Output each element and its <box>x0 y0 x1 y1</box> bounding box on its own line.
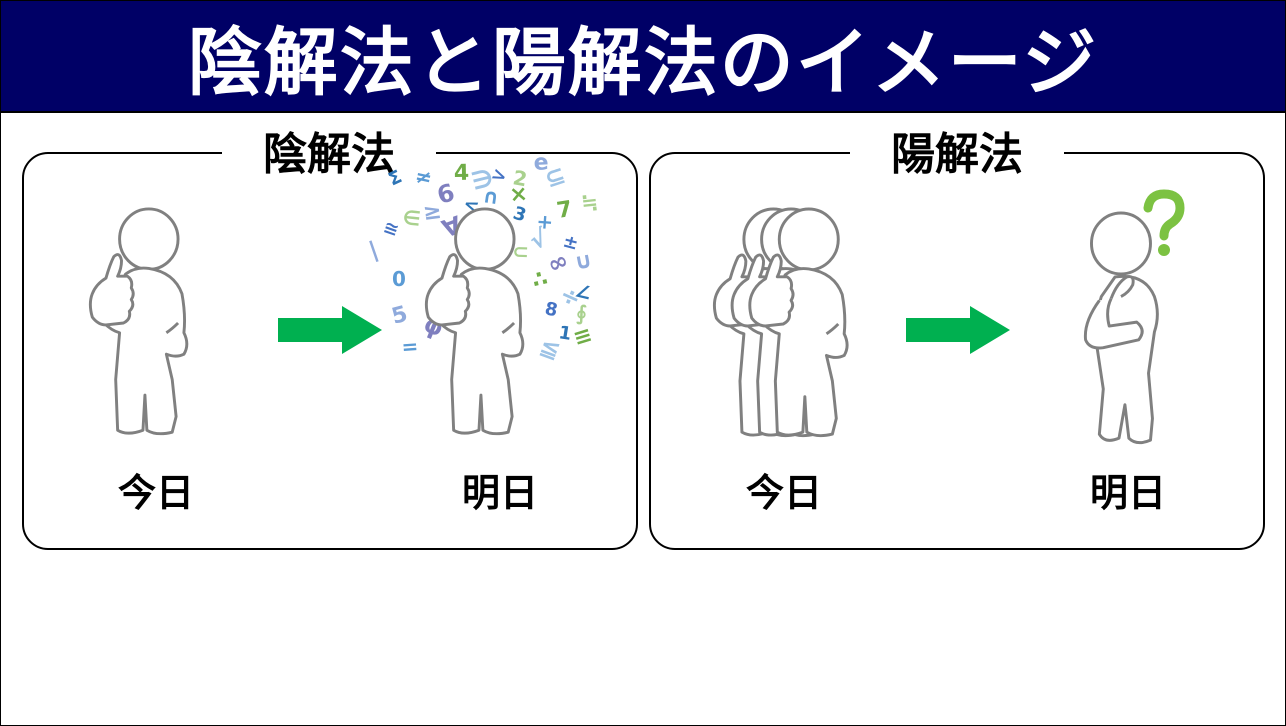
math-symbol: 5 <box>389 302 410 330</box>
math-symbol: ⊆ <box>541 161 569 194</box>
math-symbol: × <box>508 181 529 208</box>
math-symbol: e <box>533 150 549 176</box>
math-symbol: ∮ <box>575 301 587 325</box>
math-symbol: 8 <box>543 298 559 321</box>
page-title: 陰解法と陽解法のイメージ <box>1 1 1285 113</box>
math-symbol: 1 <box>557 322 573 345</box>
math-symbol: ± <box>561 231 581 255</box>
math-symbol: 4 <box>454 161 470 186</box>
math-symbol: 7 <box>555 197 574 224</box>
math-symbol: 2 <box>511 165 529 191</box>
math-symbol: 6 <box>434 178 458 210</box>
implicit-panel-title: 陰解法 <box>222 122 436 180</box>
math-symbol: ≠ <box>413 163 434 190</box>
explicit-tomorrow-caption: 明日 <box>1089 471 1166 515</box>
math-symbol: ≒ <box>580 189 599 215</box>
question-mark-icon <box>1143 189 1185 256</box>
math-symbol: Σ <box>385 166 405 190</box>
math-symbol: + <box>536 209 554 234</box>
math-symbol: ∩ <box>481 183 500 209</box>
math-symbol: ⊂ <box>512 239 530 264</box>
tomorrow-person-icon <box>424 207 525 436</box>
math-symbol: | <box>366 237 382 263</box>
math-symbol: ∴ <box>530 266 551 294</box>
right-arrow-icon <box>906 306 1010 354</box>
implicit-tomorrow-caption: 明日 <box>461 471 538 515</box>
explicit-today-caption: 今日 <box>745 471 822 515</box>
math-symbol: 3 <box>511 203 529 227</box>
math-symbol: ≥ <box>422 199 443 226</box>
today-person-stack-icon <box>712 207 849 438</box>
math-symbol: ≅ <box>380 217 401 242</box>
today-person-icon <box>88 207 189 436</box>
math-symbol: ∠ <box>573 280 593 304</box>
explicit-panel-title: 陽解法 <box>850 122 1064 180</box>
math-symbol: ≡ <box>570 322 595 351</box>
math-symbols-cloud: Σ≠4∋>2e6<∩×⊆≅∈≥∀3+7√±⊂∪∞∠0∴÷8∮5φ1=≡≦∃≒| <box>366 150 599 364</box>
math-symbol: = <box>401 334 419 359</box>
math-symbol: ∪ <box>572 248 594 276</box>
right-arrow-icon <box>278 306 382 354</box>
implicit-today-caption: 今日 <box>117 471 194 515</box>
math-symbol: ∈ <box>401 205 421 231</box>
math-symbol: 0 <box>392 267 406 291</box>
